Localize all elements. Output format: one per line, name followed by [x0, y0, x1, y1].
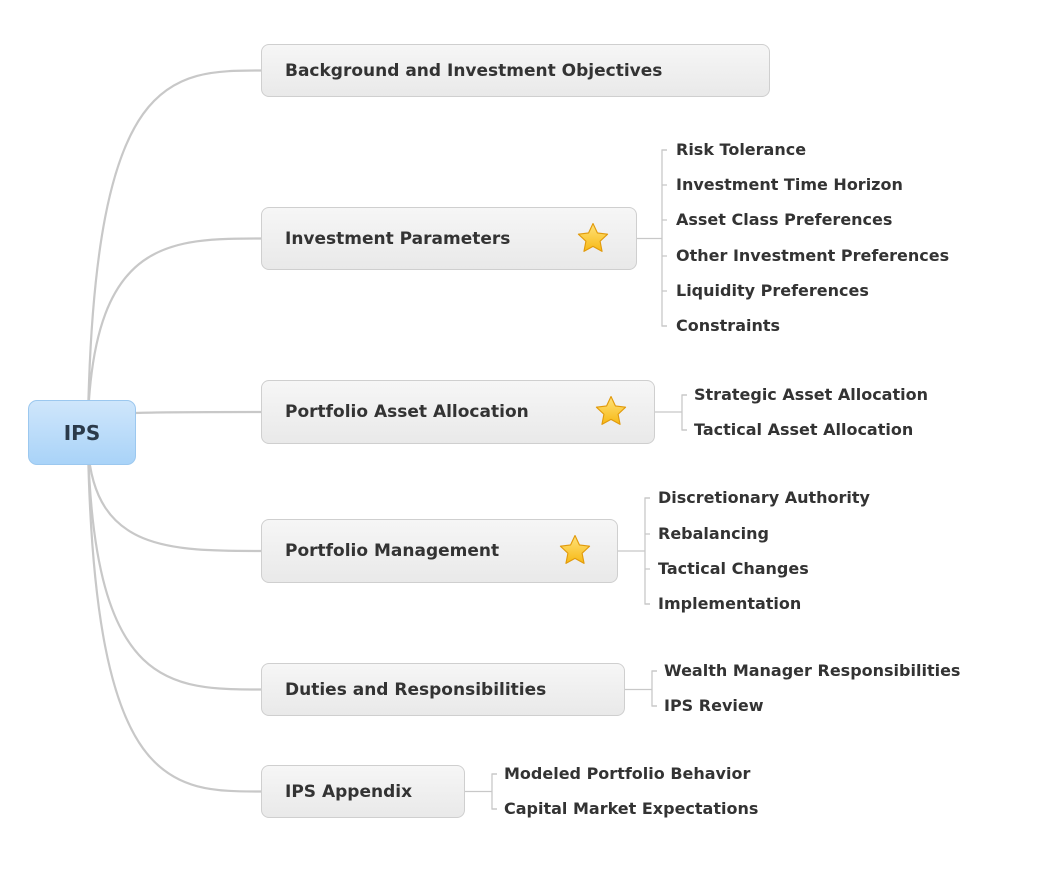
root-label: IPS [63, 420, 101, 445]
subtopic-tactical-asset-allocation[interactable]: Tactical Asset Allocation [694, 420, 914, 439]
star-icon [577, 222, 609, 252]
star-icon [595, 395, 627, 425]
subtopic-discretionary-authority[interactable]: Discretionary Authority [658, 488, 870, 507]
topic-duties-and-responsibilities[interactable]: Duties and Responsibilities [261, 663, 625, 716]
bracket [491, 773, 497, 810]
star-icon [559, 534, 591, 564]
topic-portfolio-asset-allocation[interactable]: Portfolio Asset Allocation [261, 380, 655, 444]
topic-background-and-investment-objectives[interactable]: Background and Investment Objectives [261, 44, 770, 97]
subtopic-risk-tolerance[interactable]: Risk Tolerance [676, 140, 807, 159]
topic-label: Duties and Responsibilities [285, 679, 547, 700]
subtopic-investment-time-horizon[interactable]: Investment Time Horizon [676, 175, 903, 194]
subtopic-ips-review[interactable]: IPS Review [664, 696, 764, 715]
subtopic-liquidity-preferences[interactable]: Liquidity Preferences [676, 281, 869, 300]
bracket [644, 497, 650, 605]
subtopic-rebalancing[interactable]: Rebalancing [658, 524, 769, 543]
subtopic-constraints[interactable]: Constraints [676, 316, 781, 335]
subtopic-other-investment-preferences[interactable]: Other Investment Preferences [676, 246, 950, 265]
bracket [681, 394, 687, 431]
topic-label: Investment Parameters [285, 228, 511, 249]
subtopic-tactical-changes[interactable]: Tactical Changes [658, 559, 809, 578]
subtopic-strategic-asset-allocation[interactable]: Strategic Asset Allocation [694, 385, 928, 404]
topic-label: Portfolio Asset Allocation [285, 402, 529, 422]
topic-label: Background and Investment Objectives [285, 60, 663, 81]
subtopic-modeled-portfolio-behavior[interactable]: Modeled Portfolio Behavior [504, 764, 751, 783]
branch-connector [86, 69, 263, 419]
bracket [661, 149, 667, 327]
subtopic-wealth-manager-responsibilities[interactable]: Wealth Manager Responsibilities [664, 661, 961, 680]
bracket [651, 670, 657, 707]
subtopic-asset-class-preferences[interactable]: Asset Class Preferences [676, 210, 893, 229]
topic-portfolio-management[interactable]: Portfolio Management [261, 519, 618, 583]
branch-connector [86, 447, 263, 793]
subtopic-implementation[interactable]: Implementation [658, 594, 802, 613]
topic-label: IPS Appendix [285, 781, 413, 802]
topic-ips-appendix[interactable]: IPS Appendix [261, 765, 465, 818]
branch-connector [86, 237, 263, 419]
branch-connector [86, 447, 263, 553]
root-node-ips[interactable]: IPS [28, 400, 136, 465]
branch-connector [86, 447, 263, 691]
topic-label: Portfolio Management [285, 541, 500, 561]
topic-investment-parameters[interactable]: Investment Parameters [261, 207, 637, 270]
subtopic-capital-market-expectations[interactable]: Capital Market Expectations [504, 799, 759, 818]
